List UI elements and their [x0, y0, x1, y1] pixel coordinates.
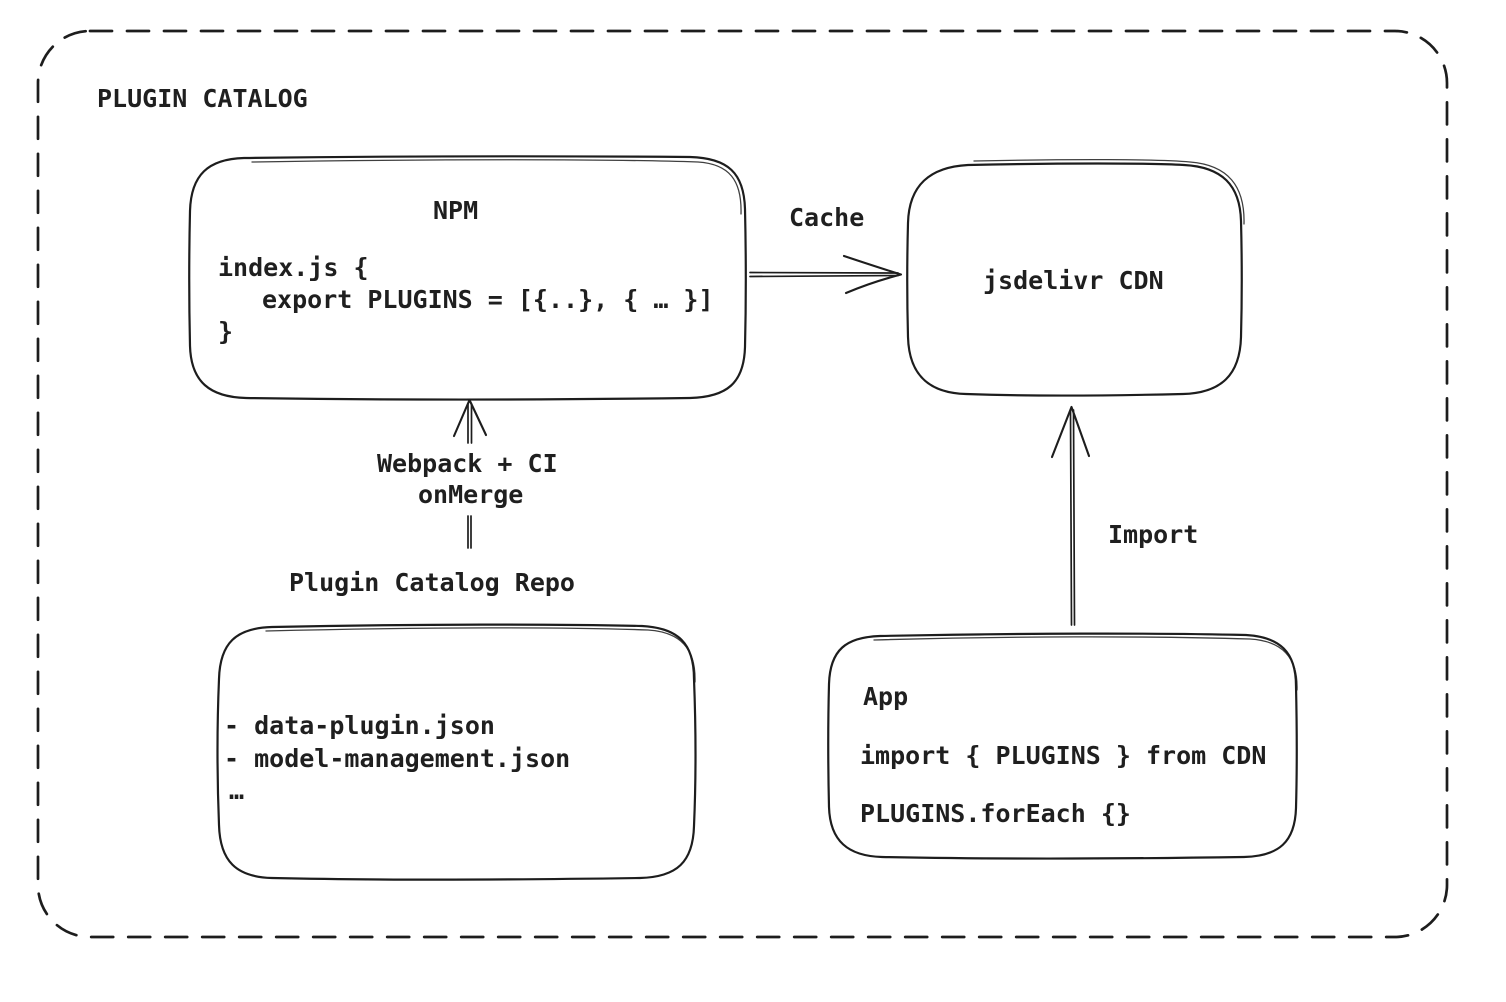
import-arrow-shaft2	[1072, 409, 1076, 626]
repo-box	[216, 623, 697, 881]
repo-box-sketch-echo	[265, 627, 696, 683]
npm-code-line-1: index.js {	[218, 253, 369, 282]
npm-box	[188, 155, 747, 401]
npm-code-line-3: }	[218, 317, 234, 346]
app-box-sketch-echo	[873, 636, 1298, 691]
cdn-box	[906, 162, 1243, 397]
repo-file-2: - model-management.json	[224, 744, 571, 773]
plugin-catalog-frame	[36, 29, 1449, 939]
import-edge-label: Import	[1108, 520, 1199, 549]
cache-arrow-shaft2	[749, 274, 899, 278]
build-arrow-head	[452, 398, 488, 438]
cdn-node-title: jsdelivr CDN	[983, 266, 1164, 295]
npm-node-title: NPM	[433, 196, 479, 225]
cdn-box-sketch-echo	[973, 158, 1245, 225]
cache-arrow-shaft	[749, 271, 899, 274]
cache-edge-label: Cache	[789, 203, 865, 232]
repo-node-title: Plugin Catalog Repo	[289, 568, 575, 597]
npm-box-sketch-echo	[251, 159, 742, 215]
build-edge-label-line2: onMerge	[418, 480, 524, 509]
build-edge-label-line1: Webpack + CI	[377, 449, 558, 478]
import-arrow-shaft	[1069, 409, 1073, 626]
app-code-line-2: PLUGINS.forEach {}	[860, 799, 1131, 828]
cache-arrow-head	[842, 254, 903, 295]
diagram-title: PLUGIN CATALOG	[97, 84, 308, 113]
repo-file-ellipsis: …	[229, 776, 245, 805]
repo-file-1: - data-plugin.json	[224, 711, 495, 740]
app-box	[827, 632, 1298, 860]
app-code-line-1: import { PLUGINS } from CDN	[860, 741, 1267, 770]
npm-code-line-2: export PLUGINS = [{..}, { … }]	[262, 285, 714, 314]
import-arrow-head	[1050, 405, 1091, 459]
app-node-title: App	[863, 682, 909, 711]
